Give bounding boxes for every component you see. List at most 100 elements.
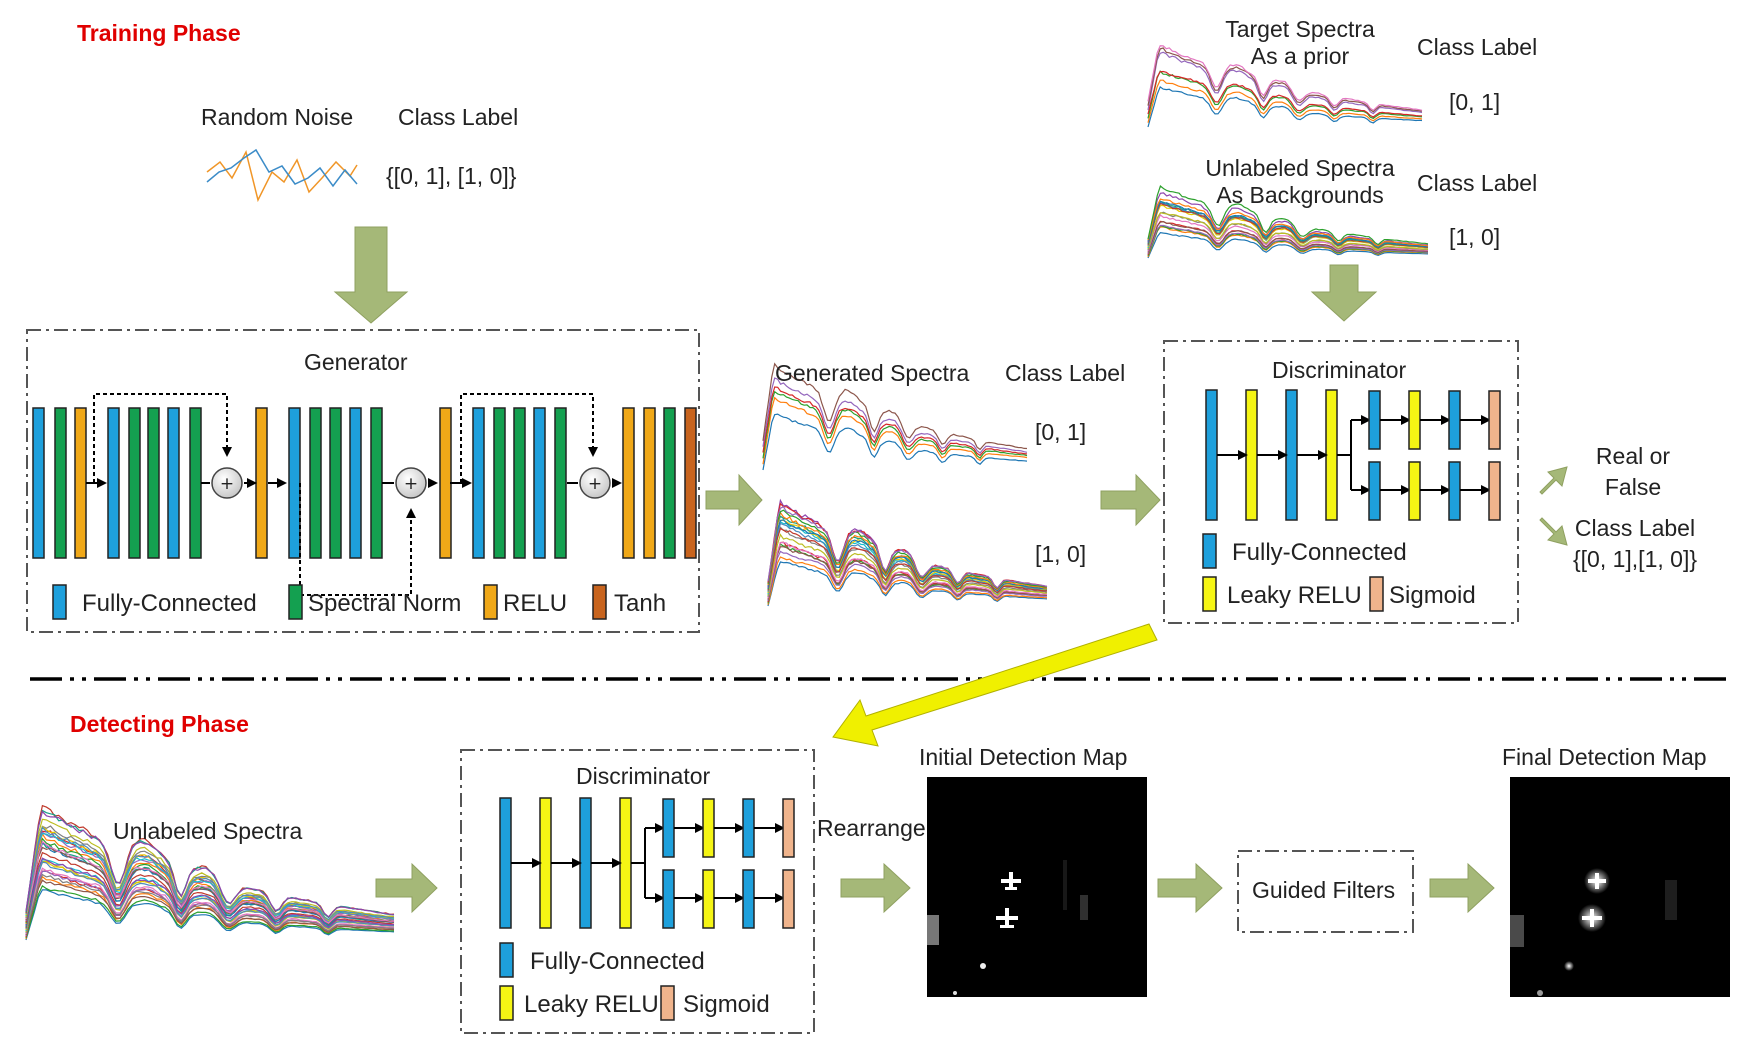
leaky-relu-layer [1325, 389, 1338, 521]
detecting-unlabeled-spectra-label: Unlabeled Spectra [113, 818, 303, 844]
spectral-norm-layer [329, 407, 342, 559]
fully-connected-layer [1368, 461, 1381, 521]
generator-layers [32, 407, 697, 559]
spectral-norm-layer [128, 407, 141, 559]
spectral-norm-layer [493, 407, 506, 559]
spectrum-curve [767, 502, 1048, 589]
unlabeled-background-spectra-plot [1147, 184, 1429, 259]
svg-text:+: + [588, 474, 602, 494]
spectrum-curve [25, 840, 395, 924]
spectrum-curve [25, 879, 395, 936]
target-class-label-value: [0, 1] [1449, 89, 1501, 115]
unlabeled-class-label-value: [1, 0] [1449, 224, 1501, 250]
spectrum-curve [767, 506, 1048, 589]
spectral-norm-layer [189, 407, 202, 559]
fully-connected-layer [662, 798, 675, 858]
legend-swatch-leaky-relu [499, 985, 514, 1021]
relu-layer [622, 407, 635, 559]
spectrum-curve [762, 396, 1028, 465]
disc2-legend-fully-connected: Fully-Connected [530, 948, 705, 975]
spectral-norm-layer [370, 407, 383, 559]
final-detection-map-title: Final Detection Map [1502, 744, 1707, 770]
leaky-relu-layer [702, 798, 715, 858]
unlabeled-class-label-header: Class Label [1417, 170, 1538, 196]
fully-connected-layer [1205, 389, 1218, 521]
sigmoid-layer [782, 869, 795, 929]
block-arrow-icon [1539, 517, 1568, 546]
disc-legend-leaky-relu: Leaky RELU [1227, 582, 1362, 609]
fully-connected-layer [742, 869, 755, 929]
rearrange-label: Rearrange [817, 815, 926, 841]
fully-connected-layer [288, 407, 301, 559]
output-class-value: {[0, 1],[1, 0]} [1572, 546, 1698, 572]
spectrum-curve [767, 546, 1048, 600]
spectrum-curve [1147, 224, 1429, 254]
fully-connected-layer [742, 798, 755, 858]
output-class-header: Class Label [1574, 515, 1696, 541]
fully-connected-layer [32, 407, 45, 559]
generator-title: Generator [304, 349, 408, 375]
output-real-line1: Real or [1595, 443, 1671, 469]
discriminator-training-layers [1205, 389, 1501, 521]
spectrum-curve [767, 561, 1048, 607]
generator-skip-connections [93, 393, 598, 596]
spectrum-curve [25, 873, 395, 934]
block-arrow-icon [705, 473, 763, 527]
generated-class-value-target: [0, 1] [1035, 419, 1087, 445]
training-phase-title: Training Phase [77, 20, 241, 46]
noise-class-label-header: Class Label [398, 104, 519, 130]
discriminator-training-title: Discriminator [1272, 357, 1407, 383]
sigmoid-layer [782, 798, 795, 858]
block-arrow-icon [1310, 264, 1378, 322]
transfer-arrow [832, 623, 1158, 747]
spectrum-curve [1147, 198, 1429, 247]
spectrum-curve [1147, 45, 1423, 112]
target-spectra-line1: Target Spectra [1225, 16, 1375, 42]
leaky-relu-layer [1408, 461, 1421, 521]
spectrum-curve [1147, 184, 1429, 246]
generated-target-spectra-plot [762, 362, 1028, 471]
sigmoid-layer [1488, 390, 1501, 450]
spectral-norm-layer [554, 407, 567, 559]
detecting-unlabeled-spectra-plot [25, 804, 395, 941]
discriminator-legend-swatches [499, 533, 1384, 1021]
spectrum-curve [762, 377, 1028, 454]
block-arrow-icon [375, 862, 438, 914]
discriminator-detecting-title: Discriminator [576, 763, 711, 789]
spectrum-curve [767, 519, 1048, 592]
legend-swatch-sigmoid [660, 985, 675, 1021]
spectrum-curve [767, 556, 1048, 605]
target-class-label-header: Class Label [1417, 34, 1538, 60]
output-real-line2: False [1604, 474, 1662, 500]
fully-connected-layer [662, 869, 675, 929]
legend-swatch-fully-connected [52, 584, 67, 620]
spectrum-curve [25, 885, 394, 939]
spectrum-curve [1147, 51, 1423, 115]
spectrum-curve [1147, 220, 1428, 254]
disc2-legend-sigmoid: Sigmoid [683, 991, 770, 1018]
output-real-or-false: Real or False [1560, 443, 1706, 501]
spectrum-curve [25, 842, 395, 926]
spectral-norm-layer [147, 407, 160, 559]
detecting-phase-title: Detecting Phase [70, 711, 249, 737]
spectrum-curve [1147, 47, 1423, 113]
generator-legend-relu: RELU [503, 590, 568, 617]
spectrum-curve [1147, 212, 1429, 251]
output-class-label: Class Label {[0, 1],[1, 0]} [1560, 515, 1710, 573]
spectrum-curve [767, 526, 1048, 597]
fully-connected-layer [1368, 390, 1381, 450]
circled-plus-icon [579, 467, 611, 499]
fully-connected-layer [167, 407, 180, 559]
spectrum-curve [767, 533, 1048, 597]
random-noise-plot [206, 148, 358, 203]
spectrum-curve [1147, 85, 1423, 128]
generated-spectra-label: Generated Spectra [775, 360, 970, 386]
block-arrow-icon [333, 226, 409, 324]
spectrum-curve [1147, 79, 1423, 123]
legend-swatch-sigmoid [1369, 576, 1384, 612]
guided-filters-frame [1237, 850, 1414, 933]
initial-detection-map [927, 777, 1147, 997]
legend-swatch-fully-connected [1202, 533, 1217, 569]
relu-layer [74, 407, 87, 559]
